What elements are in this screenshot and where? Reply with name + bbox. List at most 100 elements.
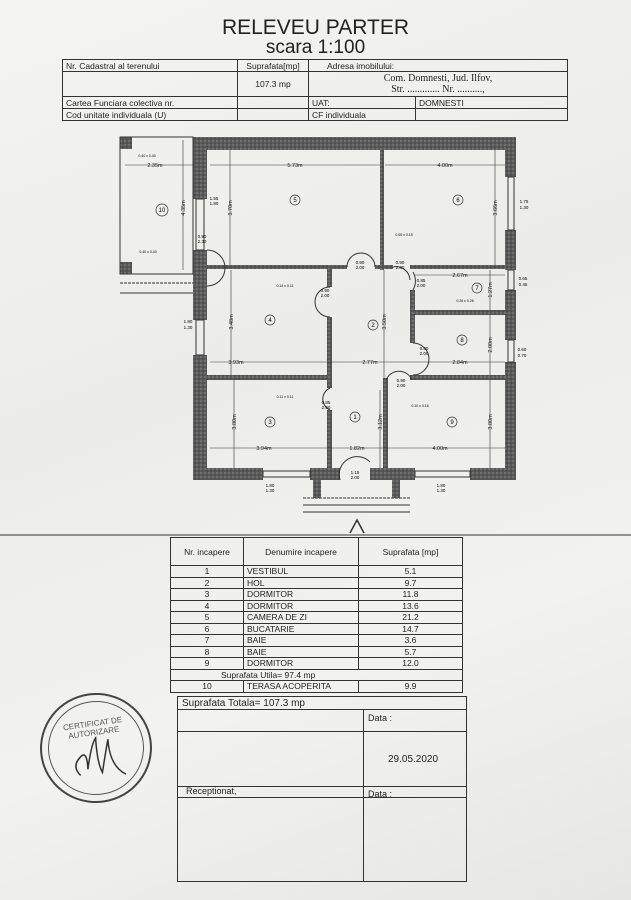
dimension-labels: 2.35m 5.73m 4.00m 2.67m 3.93m 2.77m 2.84… bbox=[147, 163, 499, 452]
svg-text:2.00: 2.00 bbox=[417, 283, 426, 288]
window-label: 1.801.30 bbox=[266, 483, 275, 493]
svg-text:1.80: 1.80 bbox=[437, 483, 446, 488]
dim: 3.66m bbox=[493, 200, 499, 216]
room-name: CAMERA DE ZI bbox=[243, 611, 359, 624]
dim: 1.82m bbox=[349, 446, 365, 452]
date-value: 29.05.2020 bbox=[388, 754, 439, 765]
svg-text:0.90: 0.90 bbox=[321, 288, 330, 293]
window-label: 1.801.30 bbox=[184, 319, 193, 330]
room-number-1: 1 bbox=[353, 415, 357, 421]
data-label: Data : bbox=[368, 713, 393, 723]
room-number-9: 9 bbox=[450, 420, 454, 426]
room-nr: 1 bbox=[170, 565, 244, 578]
room-number-6: 6 bbox=[456, 198, 460, 204]
svg-text:0.60: 0.60 bbox=[518, 347, 527, 352]
room-area: 5.1 bbox=[358, 565, 463, 578]
svg-text:2.00: 2.00 bbox=[396, 265, 405, 270]
room-name: DORMITOR bbox=[243, 588, 359, 601]
walls bbox=[120, 137, 516, 498]
room-nr: 10 bbox=[170, 680, 244, 693]
room-name: BUCATARIE bbox=[243, 622, 359, 635]
room-area: 14.7 bbox=[358, 622, 463, 635]
room-nr: 7 bbox=[170, 634, 244, 647]
svg-text:2.00: 2.00 bbox=[420, 351, 429, 356]
svg-text:0.90: 0.90 bbox=[198, 234, 207, 239]
total-area: Suprafata Totala= 107.3 mp bbox=[182, 698, 305, 709]
room-nr: 2 bbox=[170, 576, 244, 589]
svg-text:2.00: 2.00 bbox=[321, 293, 330, 298]
svg-text:0.90: 0.90 bbox=[356, 260, 365, 265]
dim: 2.35m bbox=[147, 163, 163, 169]
room-nr: 8 bbox=[170, 645, 244, 658]
window-label: 0.650.45 bbox=[519, 276, 528, 287]
door-label: 0.902.30 bbox=[198, 234, 207, 244]
svg-text:1.80: 1.80 bbox=[184, 319, 193, 324]
dim: 4.35m bbox=[181, 200, 187, 216]
svg-text:2.30: 2.30 bbox=[198, 239, 207, 244]
room-nr: 6 bbox=[170, 622, 244, 635]
dim: 1.27m bbox=[488, 282, 494, 298]
room-area: 9.9 bbox=[358, 680, 463, 693]
dim: 3.12m bbox=[378, 414, 384, 430]
svg-text:1.80: 1.80 bbox=[266, 483, 275, 488]
svg-text:2.00: 2.00 bbox=[322, 405, 331, 410]
opening-labels: 1.551.80 1.751.30 0.650.45 1.801.30 0.60… bbox=[138, 154, 529, 493]
room-name: HOL bbox=[243, 576, 359, 589]
door-label: 0.902.00 bbox=[397, 378, 406, 388]
svg-text:0.70: 0.70 bbox=[518, 353, 527, 358]
svg-text:0.90: 0.90 bbox=[396, 260, 405, 265]
door-label: 0.902.00 bbox=[396, 260, 405, 270]
svg-text:0.05 x 0.15: 0.05 x 0.15 bbox=[395, 233, 412, 237]
received-label: Receptionat, bbox=[186, 786, 237, 796]
room-area: 9.7 bbox=[358, 576, 463, 589]
room-nr: 5 bbox=[170, 611, 244, 624]
room-name: BAIE bbox=[243, 634, 359, 647]
address-line2: Str. ............. Nr. .........., bbox=[391, 84, 485, 95]
svg-text:1.15: 1.15 bbox=[351, 470, 360, 475]
dim: 3.94m bbox=[256, 446, 272, 452]
room-number-7: 7 bbox=[475, 286, 479, 292]
svg-text:1.30: 1.30 bbox=[437, 488, 446, 493]
svg-text:0.14 x 0.11: 0.14 x 0.11 bbox=[276, 284, 293, 288]
room-area: 12.0 bbox=[358, 657, 463, 670]
room-area: 5.7 bbox=[358, 645, 463, 658]
useful-area: Suprafata Utila= 97.4 mp bbox=[170, 668, 463, 681]
plan-lines bbox=[0, 136, 631, 536]
svg-text:0.10 x 0.16: 0.10 x 0.16 bbox=[411, 404, 428, 408]
dim: 3.00m bbox=[232, 414, 238, 430]
room-name: VESTIBUL bbox=[243, 565, 359, 578]
svg-text:2.00: 2.00 bbox=[397, 383, 406, 388]
door-label: 1.152.00 bbox=[351, 470, 360, 480]
dim: 4.00m bbox=[437, 163, 453, 169]
page-title: RELEVEU PARTER bbox=[221, 16, 410, 39]
door-label: 0.852.00 bbox=[322, 400, 331, 410]
svg-text:2.00: 2.00 bbox=[356, 265, 365, 270]
door-label: 0.902.00 bbox=[321, 288, 330, 298]
svg-text:0.65: 0.65 bbox=[519, 276, 528, 281]
room-name: DORMITOR bbox=[243, 657, 359, 670]
dim: 4.00m bbox=[432, 446, 448, 452]
room-number-4: 4 bbox=[268, 318, 272, 324]
dim: 3.48m bbox=[229, 314, 235, 330]
door-label: 0.902.00 bbox=[356, 260, 365, 270]
window-label: 1.751.30 bbox=[520, 199, 529, 210]
data-label: Data : bbox=[368, 789, 393, 799]
svg-text:1.30: 1.30 bbox=[520, 205, 529, 210]
svg-text:1.30: 1.30 bbox=[184, 325, 193, 330]
svg-text:1.80: 1.80 bbox=[210, 201, 219, 206]
svg-text:0.11 x 0.11: 0.11 x 0.11 bbox=[277, 395, 294, 399]
address-line1: Com. Domnesti, Jud. Ilfov, bbox=[383, 73, 493, 84]
dim: 2.84m bbox=[452, 360, 468, 366]
scale-label: scara 1:100 bbox=[265, 37, 366, 58]
